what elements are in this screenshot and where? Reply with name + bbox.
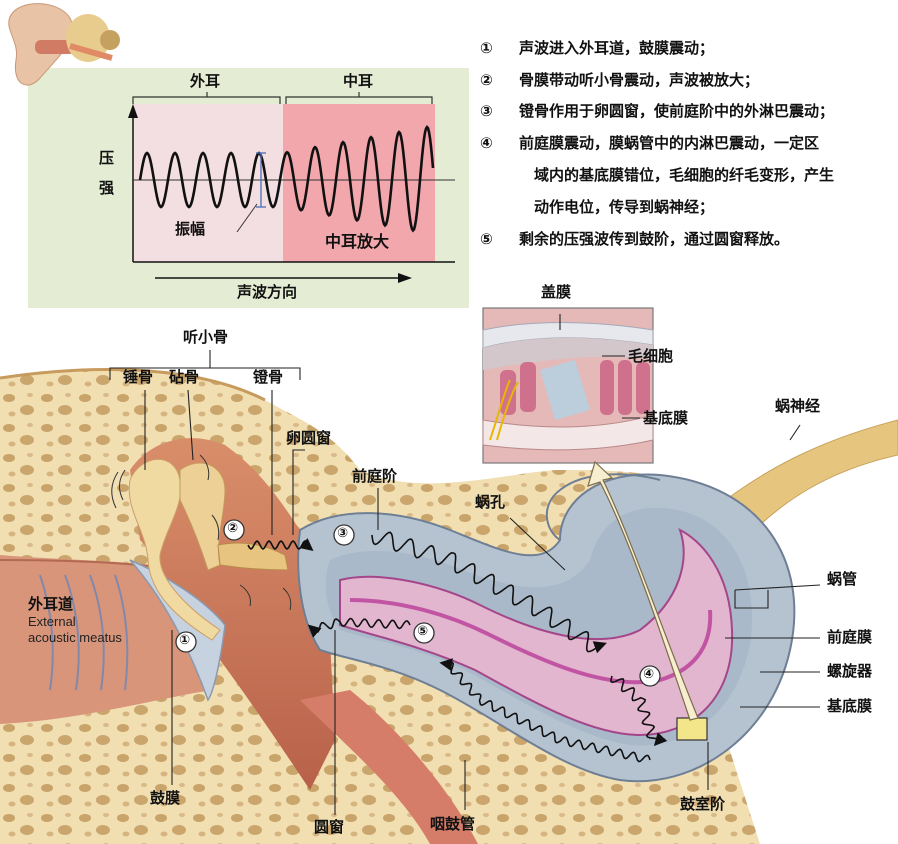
step-3: ③ 镫骨作用于卵圆窗，使前庭阶中的外淋巴震动； xyxy=(480,102,834,120)
marker-1-text: ① xyxy=(179,633,191,648)
eardrum-label: 鼓膜 xyxy=(150,789,181,807)
ear-canal-en-label-1: External xyxy=(28,614,76,629)
oval-window-label: 卵圆窗 xyxy=(286,429,332,447)
graph-middle-ear-label: 中耳 xyxy=(343,72,374,90)
inset-pointer-arrow xyxy=(587,460,699,721)
organ-of-corti-label: 螺旋器 xyxy=(827,662,873,680)
ear-canal-en-label-2: acoustic meatus xyxy=(28,630,122,645)
wave-step-3 xyxy=(371,531,607,654)
incus-bone xyxy=(179,462,226,571)
step-number: ⑤ xyxy=(480,230,493,248)
malleus-bone xyxy=(128,458,221,641)
wave-step-2 xyxy=(247,538,314,551)
tympanic-membrane xyxy=(129,559,226,702)
step-text: 前庭膜震动，膜蜗管中的内淋巴震动，一定区 xyxy=(519,134,820,152)
cochlear-nerve-label: 蜗神经 xyxy=(775,397,821,415)
step-2: ② 骨膜带动听小骨震动，声波被放大； xyxy=(480,71,759,89)
pharyngotympanic-label: 咽鼓管 xyxy=(430,815,476,833)
ear-thumbnail-icon xyxy=(8,3,120,86)
hair-cell-label: 毛细胞 xyxy=(628,347,674,365)
scala-tympani-label: 鼓室阶 xyxy=(680,795,726,813)
basilar-membrane-label: 基底膜 xyxy=(827,697,873,715)
inset-basilar-label: 基底膜 xyxy=(643,409,689,427)
graph-outer-ear-label: 外耳 xyxy=(190,72,221,90)
wave-step-5 xyxy=(439,658,651,763)
marker-5-circle xyxy=(413,622,435,644)
step-1: ① 声波进入外耳道，鼓膜震动； xyxy=(480,39,714,57)
step-4: ④ 前庭膜震动，膜蜗管中的内淋巴震动，一定区域内的基底膜错位，毛细胞的纤毛变形，产… xyxy=(480,134,834,215)
graph-y-label-1: 压 xyxy=(99,149,115,167)
ossicles-label: 听小骨 xyxy=(183,328,229,346)
tectorial-membrane-label: 盖膜 xyxy=(541,283,572,301)
step-text: 镫骨作用于卵圆窗，使前庭阶中的外淋巴震动； xyxy=(519,102,835,120)
stapes-bone xyxy=(217,542,289,571)
wave-step-5-return xyxy=(307,617,411,638)
cochlear-duct-label: 蜗管 xyxy=(827,570,858,588)
middle-ear-cavity xyxy=(130,438,335,790)
vestibular-membrane-label: 前庭膜 xyxy=(827,628,873,646)
ear-canal-label: 外耳道 xyxy=(28,595,74,613)
scala-vestibuli-label: 前庭阶 xyxy=(352,467,398,485)
round-window-label: 圆窗 xyxy=(314,818,345,836)
helicotrema-label: 蜗孔 xyxy=(475,493,506,511)
graph-amplified-label: 中耳放大 xyxy=(325,232,390,251)
marker-3-text: ③ xyxy=(337,526,349,541)
step-text: 骨膜带动听小骨震动，声波被放大； xyxy=(519,71,760,89)
incus-label: 砧骨 xyxy=(169,368,200,386)
marker-4-circle xyxy=(639,665,661,687)
graph-x-label: 声波方向 xyxy=(237,283,298,301)
organ-of-corti-box xyxy=(676,717,708,741)
wave-step-4 xyxy=(610,675,668,747)
step-text: 剩余的压强波传到鼓阶，通过圆窗释放。 xyxy=(519,230,790,248)
graph-y-label-2: 强 xyxy=(99,179,115,197)
step-text: 域内的基底膜错位，毛细胞的纤毛变形，产生 xyxy=(534,166,835,184)
step-number: ② xyxy=(480,71,493,89)
marker-1-circle xyxy=(175,631,197,653)
step-text: 动作电位，传导到蜗神经； xyxy=(534,198,715,216)
marker-2-text: ② xyxy=(227,521,239,536)
pharyngotympanic-tube-shape xyxy=(300,690,478,844)
graph-amplitude-label: 振幅 xyxy=(175,220,206,238)
outer-ear-zone xyxy=(133,104,283,262)
step-number: ③ xyxy=(480,102,493,120)
pressure-wave xyxy=(138,124,435,233)
marker-3-circle xyxy=(333,524,355,546)
step-number: ④ xyxy=(480,134,493,152)
helicotrema-shape xyxy=(545,473,661,541)
ossicles-brace xyxy=(109,367,301,380)
step-5: ⑤ 剩余的压强波传到鼓阶，通过圆窗释放。 xyxy=(480,230,789,248)
step-text: 声波进入外耳道，鼓膜震动； xyxy=(519,39,715,57)
marker-2-circle xyxy=(223,519,245,541)
stapes-label: 镫骨 xyxy=(253,368,284,386)
marker-4-text: ④ xyxy=(643,667,655,682)
step-number: ① xyxy=(480,39,493,57)
marker-5-text: ⑤ xyxy=(417,624,429,639)
malleus-label: 锤骨 xyxy=(123,368,154,386)
